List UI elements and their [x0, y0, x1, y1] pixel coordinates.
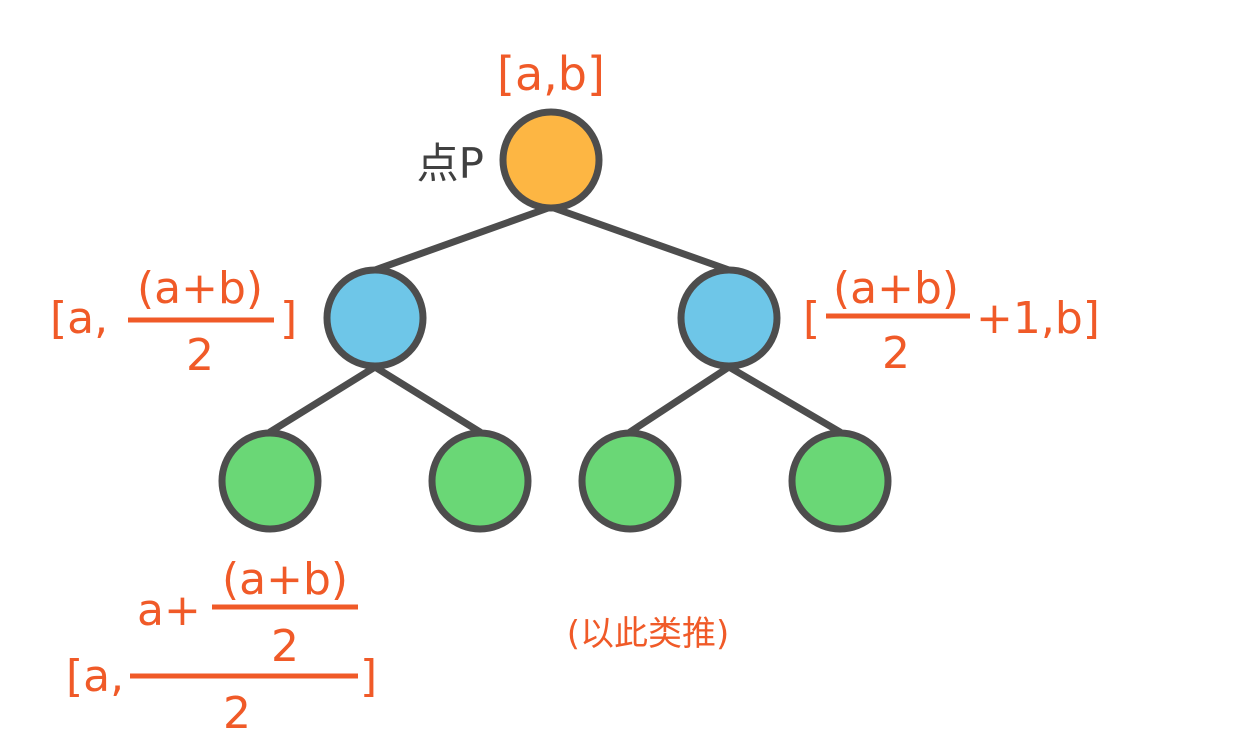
grandchild-denominator: 2: [223, 688, 251, 739]
leaf-node-4: [788, 429, 892, 533]
left-denominator: 2: [186, 330, 214, 381]
edge-right-rl: [626, 363, 733, 436]
point-p-label: 点P: [417, 139, 484, 188]
right-numerator: (a+b): [833, 263, 959, 314]
edge-left-lr: [371, 363, 484, 436]
grandchild-inner-numerator: (a+b): [222, 554, 348, 605]
grandchild-open: [a,: [66, 651, 124, 702]
grandchild-num-prefix: a+: [137, 585, 201, 636]
left-child-label: [a, (a+b) 2 ]: [50, 263, 297, 381]
root-range-label: [a,b]: [497, 47, 605, 101]
grandchild-label: a+ (a+b) 2 [a, 2 ]: [66, 554, 377, 739]
edge-root-left: [371, 203, 555, 274]
right-child-node: [677, 266, 781, 370]
right-tail: +1,b]: [976, 293, 1100, 344]
edge-left-ll: [266, 363, 379, 436]
tree-edges: [266, 203, 844, 436]
leaf-node-1: [218, 429, 322, 533]
tree-nodes: [218, 108, 892, 533]
root-node: [499, 108, 603, 212]
right-denominator: 2: [882, 328, 910, 379]
note-and-so-on: (以此类推): [567, 614, 730, 654]
left-child-node: [323, 266, 427, 370]
right-open: [: [803, 293, 820, 344]
grandchild-inner-denominator: 2: [271, 621, 299, 672]
left-open: [a,: [50, 293, 108, 344]
edge-right-rr: [725, 363, 844, 436]
grandchild-close: ]: [360, 651, 377, 702]
left-close: ]: [280, 293, 297, 344]
left-numerator: (a+b): [137, 263, 263, 314]
leaf-node-2: [428, 429, 532, 533]
leaf-node-3: [578, 429, 682, 533]
edge-root-right: [547, 203, 733, 274]
right-child-label: [ (a+b) 2 +1,b]: [803, 263, 1100, 379]
